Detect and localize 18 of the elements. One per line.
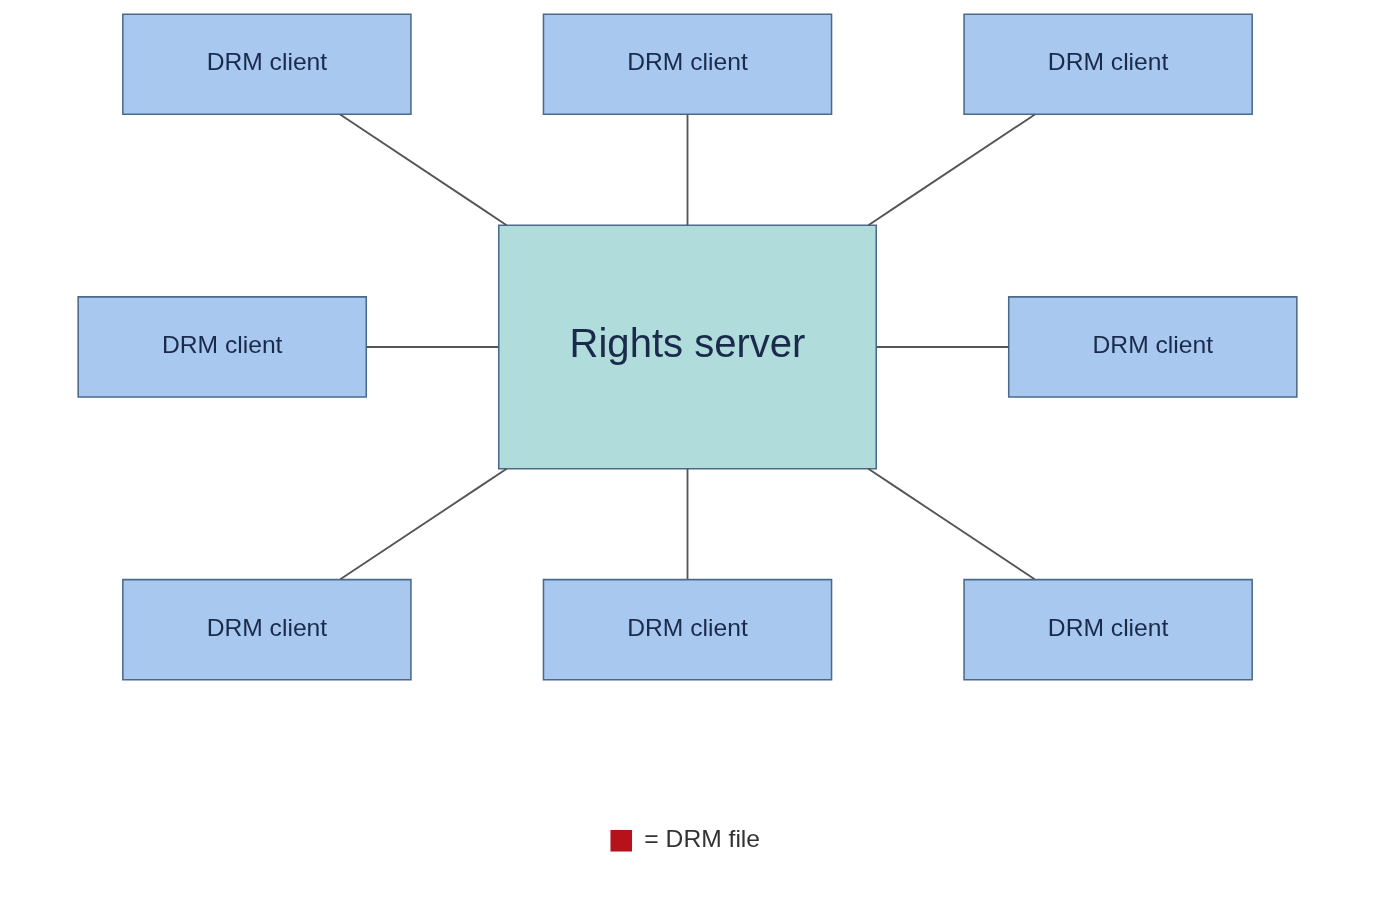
node-box: DRM client xyxy=(1007,296,1298,398)
node-box: DRM client xyxy=(122,578,412,681)
connector xyxy=(686,113,689,227)
connector xyxy=(867,113,1036,227)
node-box: DRM client xyxy=(77,296,368,398)
connector xyxy=(875,346,1010,348)
connector xyxy=(365,346,500,348)
node-box: DRM client xyxy=(542,13,833,116)
connector xyxy=(339,113,508,227)
legend-label: = DRM file xyxy=(644,824,761,852)
node-box: DRM client xyxy=(122,13,412,116)
node-box: Rights server xyxy=(498,224,877,470)
node-box: DRM client xyxy=(963,13,1253,116)
connector xyxy=(339,467,508,581)
connector xyxy=(867,467,1036,581)
connector xyxy=(686,467,689,580)
node-box: DRM client xyxy=(963,578,1253,681)
node-box: DRM client xyxy=(542,578,833,681)
